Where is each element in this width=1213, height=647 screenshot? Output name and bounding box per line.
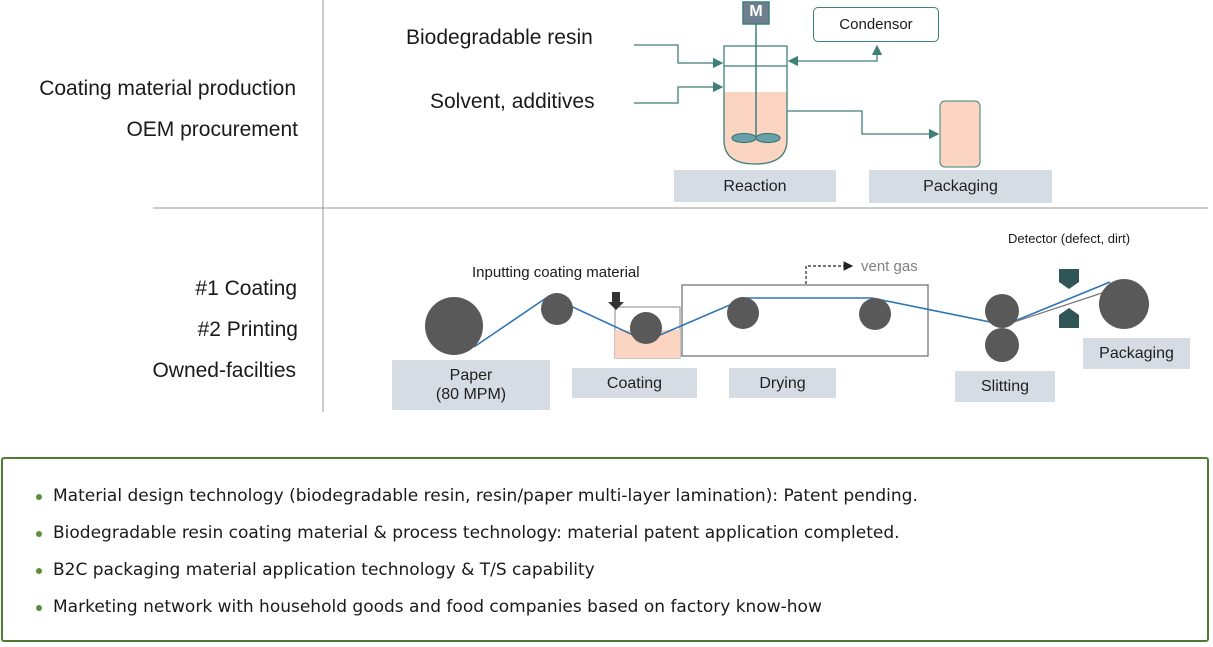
motor-box [742,1,770,25]
paper-speed-label: (80 MPM) [435,386,507,403]
label-printing: #2 Printing [197,318,298,341]
to-packaging-arrow [787,110,940,140]
input-down-arrow [608,292,624,310]
drying-box: Drying [729,368,836,398]
bullet-dot [36,531,42,537]
paper-roll [425,297,483,355]
list-item-text: Biodegradable resin coating material & p… [53,523,900,543]
list-item-text: B2C packaging material application techn… [53,560,595,580]
condensor-box: Condensor [813,7,939,42]
slitting-roller-top [985,294,1019,328]
dryer-box [681,284,929,357]
list-item: Material design technology (biodegradabl… [36,481,1207,518]
bullet-dot [36,605,42,611]
list-item: B2C packaging material application techn… [36,555,1207,592]
motor-label: M [749,3,763,20]
paper-box: Paper (80 MPM) [392,360,550,410]
bullet-dot [36,494,42,500]
slitting-box: Slitting [955,371,1055,402]
coating-roller [630,312,662,344]
detector-bottom [1059,308,1079,328]
label-owned-facilities: Owned-facilties [152,359,296,382]
reaction-box: Reaction [674,170,836,202]
packaging-container [939,100,981,168]
label-vent-gas: vent gas [861,258,918,275]
coating-box: Coating [572,368,697,398]
list-item: Biodegradable resin coating material & p… [36,518,1207,555]
packaging-box-bottom: Packaging [1083,338,1190,369]
capabilities-box: Material design technology (biodegradabl… [1,457,1209,642]
reactor-vessel [723,24,788,165]
label-coating-material-production: Coating material production [39,77,296,100]
label-biodegradable-resin: Biodegradable resin [406,26,593,49]
label-inputting-coating: Inputting coating material [472,264,640,281]
detector-top [1059,269,1079,289]
solvent-arrow [634,81,724,104]
condensor-arrow [787,44,883,67]
label-oem-procurement: OEM procurement [126,118,298,141]
bullet-dot [36,568,42,574]
vent-gas-arrow [805,261,854,284]
roller-1 [541,293,573,325]
slitting-roller-bottom [985,328,1019,362]
list-item-text: Marketing network with household goods a… [53,597,822,617]
label-detector: Detector (defect, dirt) [1008,231,1131,246]
agitator-blade-left [731,132,757,144]
list-item: Marketing network with household goods a… [36,592,1207,629]
drying-roller-1 [727,297,759,329]
label-coating: #1 Coating [195,277,297,300]
paper-label: Paper [449,367,493,384]
capabilities-list: Material design technology (biodegradabl… [3,481,1207,629]
agitator-blade-right [755,132,781,144]
rewind-roll [1099,279,1149,329]
packaging-box-top: Packaging [869,170,1052,203]
drying-roller-2 [859,298,891,330]
label-solvent-additives: Solvent, additives [430,90,595,113]
list-item-text: Material design technology (biodegradabl… [53,486,918,506]
resin-arrow [634,44,724,69]
